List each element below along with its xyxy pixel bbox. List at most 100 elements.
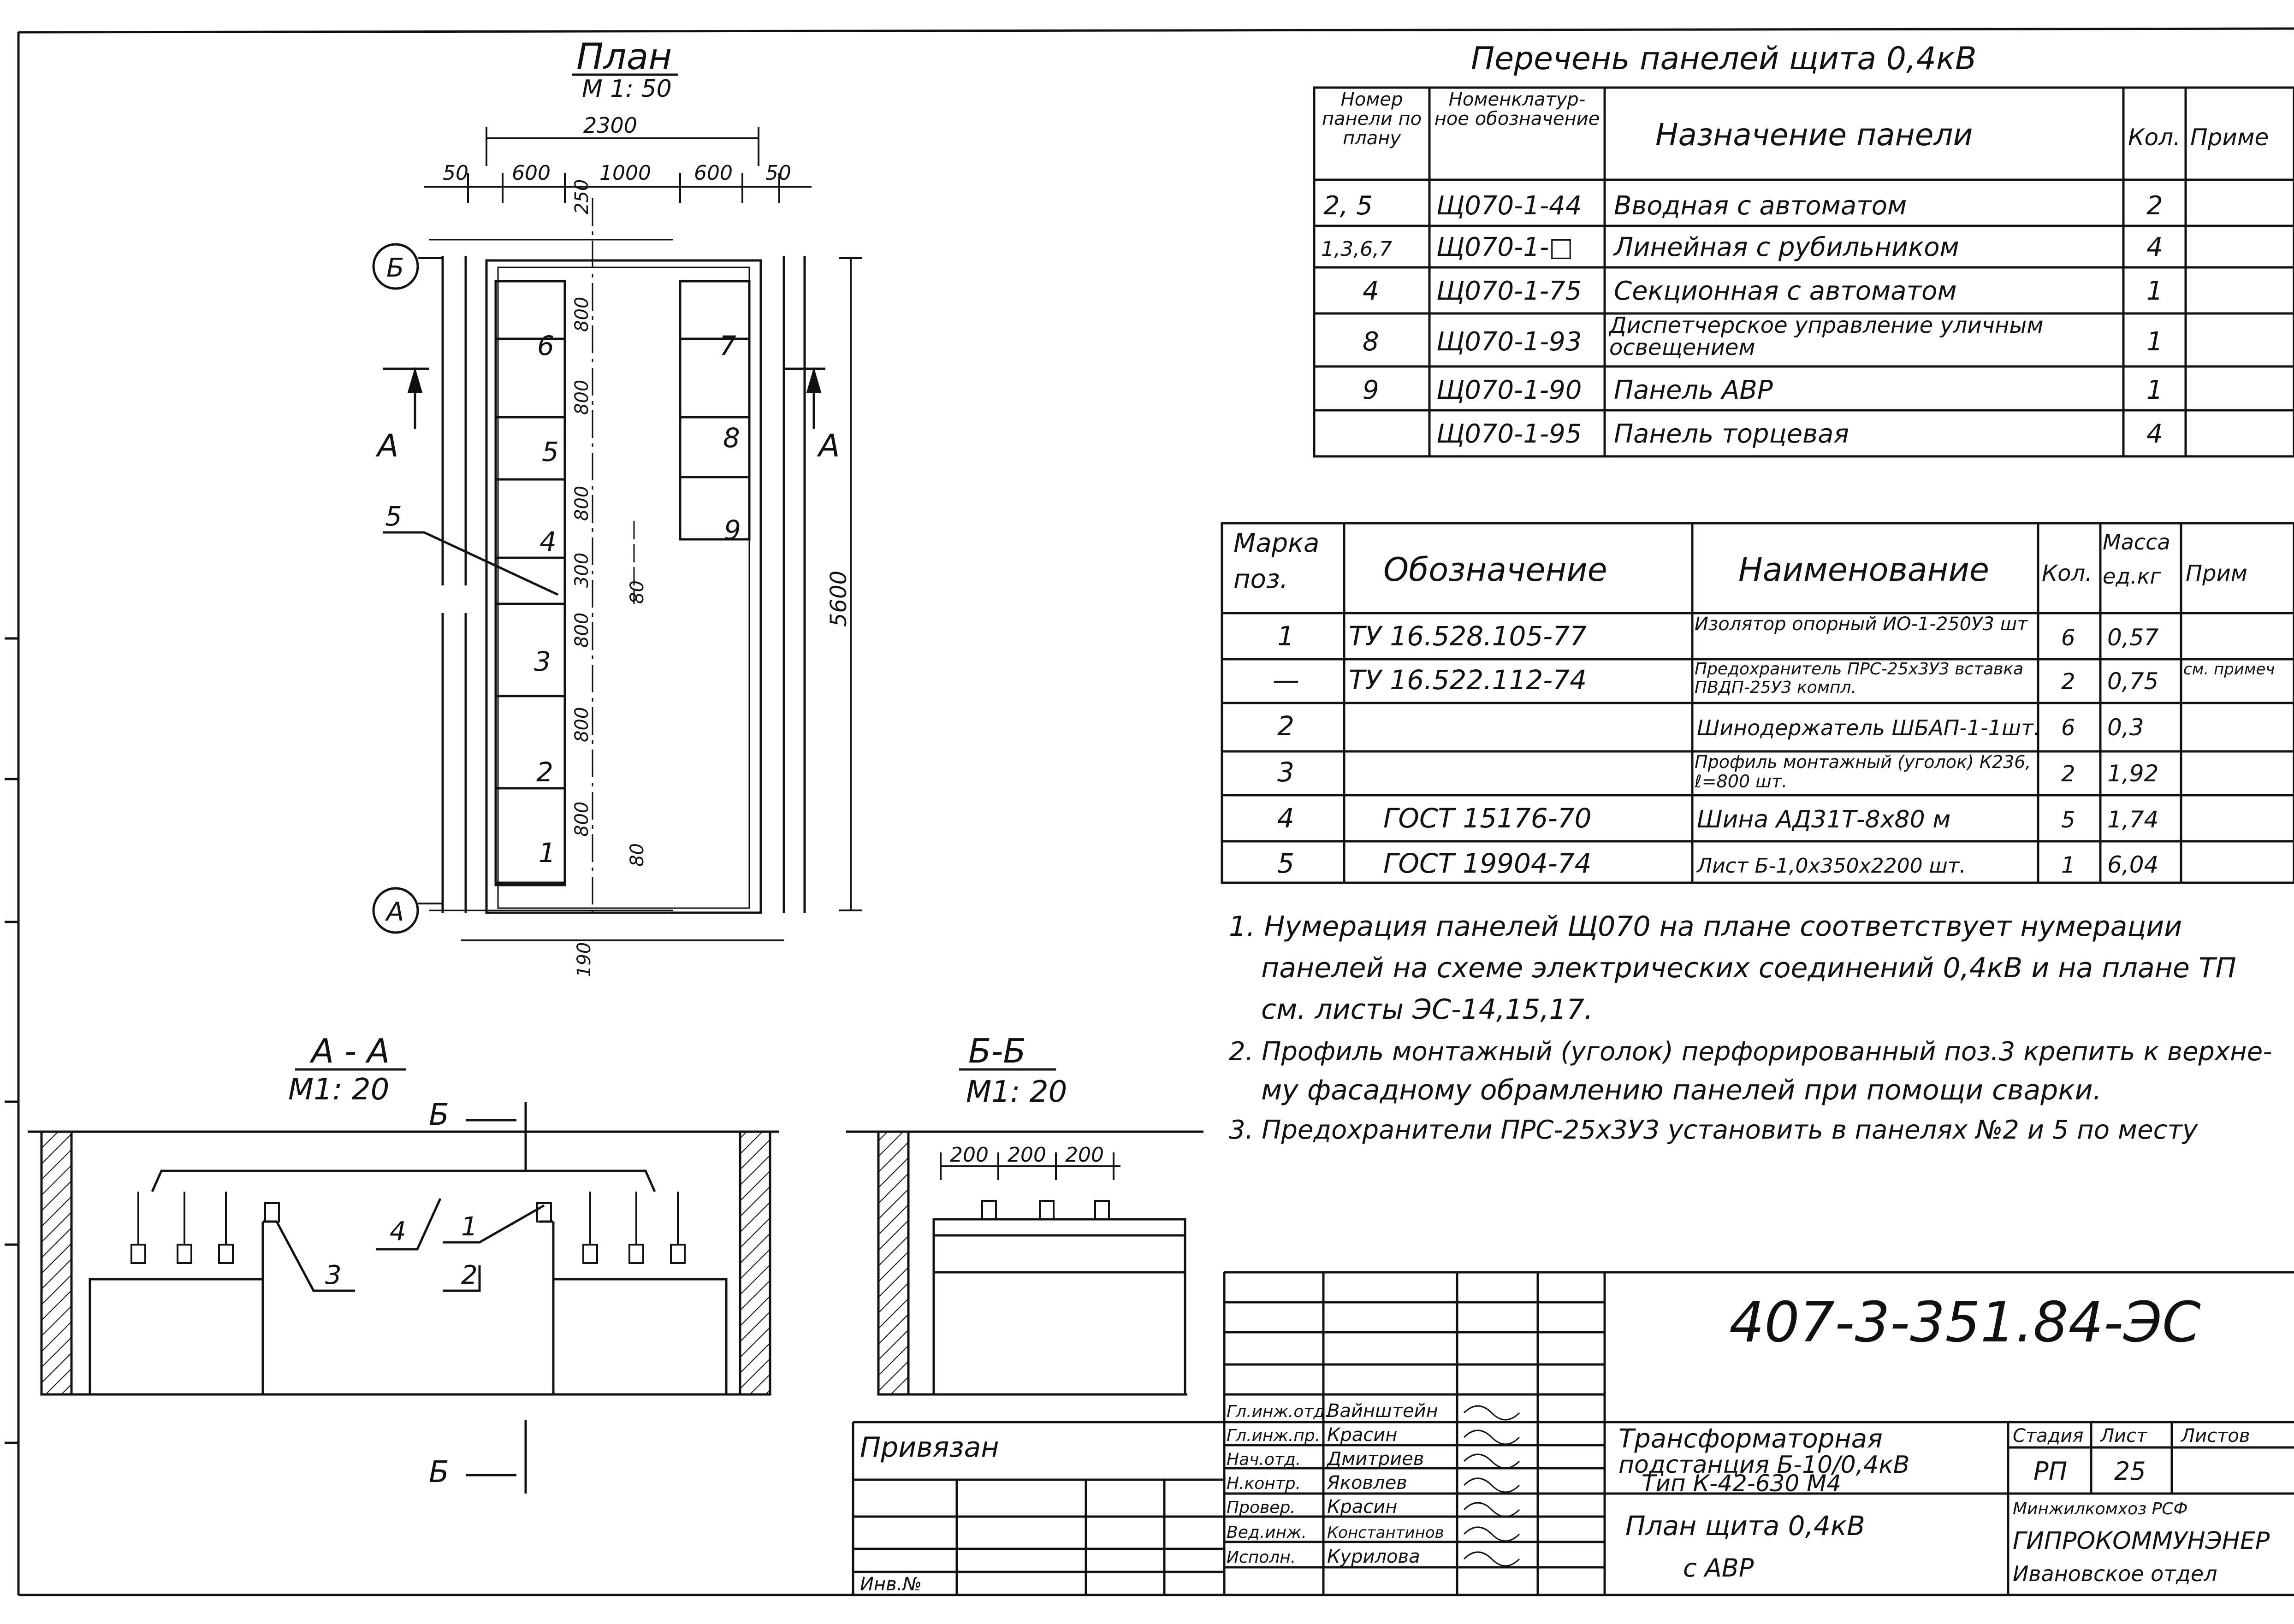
panels-row1-purpose: Вводная с автоматом — [1614, 191, 1907, 221]
section-bb: Б-Б М1: 20 200 200 200 — [846, 1032, 1203, 1396]
name-4: Яковлев — [1327, 1472, 1407, 1494]
spec-row5-designation: ГОСТ 15176-70 — [1383, 803, 1592, 834]
spec-row3-qty: 6 — [2061, 715, 2075, 741]
plan-dim-250: 250 — [571, 179, 593, 214]
spec-row1-mass: 0,57 — [2107, 624, 2159, 651]
cut-marker-left: А — [375, 428, 399, 464]
section-bb-dim-3: 200 — [1065, 1143, 1104, 1167]
plan-dim-v-5: 800 — [571, 613, 593, 648]
object-line-2: подстанция Б-10/0,4кВ — [1618, 1451, 1909, 1479]
plan-dim-1000: 1000 — [599, 161, 651, 185]
document-code: 407-3-351.84-ЭС — [1729, 1291, 2201, 1355]
panels-row2-number: 1,3,6,7 — [1321, 237, 1392, 261]
role-3: Нач.отд. — [1227, 1450, 1301, 1469]
section-aa-leader-4: 4 — [390, 1217, 406, 1246]
spec-row3-name: Шинодержатель ШБАП-1-1шт. — [1697, 715, 2040, 740]
role-2: Гл.инж.пр. — [1227, 1426, 1320, 1445]
spec-row5-mass: 1,74 — [2107, 806, 2158, 833]
spec-row4-mass: 1,92 — [2107, 760, 2158, 787]
panels-table-title: Перечень панелей щита 0,4кВ — [1471, 41, 1977, 77]
panels-header-designation: Номенклатур-ное обозначение — [1434, 90, 1600, 130]
plan-dim-v-6: 800 — [571, 707, 593, 742]
plan-leader-5: 5 — [385, 501, 402, 532]
spec-row6-mark: 5 — [1277, 848, 1294, 879]
panels-row2-code: Щ070-1-□ — [1436, 232, 1573, 262]
spec-row6-designation: ГОСТ 19904-74 — [1383, 848, 1592, 879]
spec-table: Марка поз. Обозначение Наименование Кол.… — [1221, 522, 2294, 884]
role-5: Провер. — [1227, 1498, 1296, 1517]
panels-row3-purpose: Секционная с автоматом — [1614, 276, 1957, 306]
plan-dim-v-7: 800 — [571, 802, 593, 837]
panels-row4-qty: 1 — [2146, 327, 2163, 357]
spec-header-mass: Масса ед.кг — [2103, 530, 2170, 589]
panels-row3-qty: 1 — [2146, 276, 2163, 306]
object-line-1: Трансформаторная — [1618, 1424, 1883, 1454]
panels-row5-qty: 1 — [2146, 375, 2163, 405]
panels-header-note: Приме — [2190, 124, 2269, 151]
title-block: Привязан Инв.№ Гл.инж.отд. Гл.инж.пр. На… — [852, 1271, 2294, 1595]
spec-row6-qty: 1 — [2061, 852, 2075, 878]
plan-dim-600-left: 600 — [512, 161, 551, 185]
panels-row6-code: Щ070-1-95 — [1436, 419, 1582, 449]
plan-dim-5600: 5600 — [826, 571, 852, 627]
role-1: Гл.инж.отд. — [1227, 1402, 1330, 1421]
spec-row1-qty: 6 — [2061, 625, 2075, 651]
spec-row3-mark: 2 — [1277, 710, 1294, 742]
plan-dim-v-3: 800 — [571, 486, 593, 521]
panels-row5-code: Щ070-1-90 — [1436, 375, 1582, 405]
axis-b-label: Б — [386, 253, 404, 283]
axis-a-label: А — [385, 897, 404, 927]
cut-marker-right: А — [817, 428, 840, 464]
object-line-3: Тип К-42-630 М4 — [1642, 1470, 1841, 1497]
spec-row3-mass: 0,3 — [2107, 714, 2144, 741]
panels-header-number: Номер панели по плану — [1322, 90, 1422, 149]
plan-dim-2300: 2300 — [583, 113, 637, 138]
section-aa-cut-top: Б — [429, 1098, 449, 1132]
name-3: Дмитриев — [1326, 1448, 1424, 1470]
section-bb-scale: М1: 20 — [966, 1075, 1067, 1109]
role-6: Вед.инж. — [1227, 1523, 1307, 1542]
notes: 1. Нумерация панелей Щ070 на плане соотв… — [1229, 910, 2272, 1145]
spec-row2-designation: ТУ 16.522.112-74 — [1349, 664, 1587, 696]
note-line-3: см. листы ЭС-14,15,17. — [1261, 993, 1593, 1026]
plan-dim-v-4: 300 — [571, 553, 593, 588]
spec-row4-qty: 2 — [2061, 761, 2075, 787]
org-line-1: Минжилкомхоз РСФ — [2013, 1500, 2188, 1518]
plan-dim-600-right: 600 — [694, 161, 733, 185]
panels-row5-purpose: Панель АВР — [1614, 375, 1773, 405]
org-line-3: Ивановское отдел — [2013, 1561, 2217, 1586]
plan-dim-80b: 80 — [627, 843, 648, 867]
name-5: Красин — [1327, 1496, 1397, 1518]
panels-row1-qty: 2 — [2146, 191, 2163, 221]
role-4: Н.контр. — [1227, 1474, 1301, 1493]
spec-row2-note: см. примеч — [2183, 660, 2275, 679]
spec-row2-name: Предохранитель ПРС-25х3У3 вставка ПВДП-2… — [1695, 660, 2024, 697]
note-line-4: 2. Профиль монтажный (уголок) перфориров… — [1229, 1037, 2272, 1067]
org-line-2: ГИПРОКОММУНЭНЕР — [2013, 1527, 2270, 1555]
note-line-1: 1. Нумерация панелей Щ070 на плане соотв… — [1229, 910, 2182, 943]
spec-row1-mark: 1 — [1277, 620, 1294, 652]
spec-row1-name: Изолятор опорный ИО-1-250У3 шт — [1695, 614, 2028, 635]
section-bb-dim-1: 200 — [950, 1143, 989, 1167]
sheets-label: Листов — [2180, 1425, 2250, 1447]
spec-header-name: Наименование — [1738, 551, 1989, 589]
plan-scale: М 1: 50 — [582, 75, 672, 103]
spec-row1-designation: ТУ 16.528.105-77 — [1349, 620, 1587, 652]
plan-title: План — [576, 36, 672, 78]
sheet-title-1: План щита 0,4кВ — [1625, 1510, 1865, 1541]
sheet-label: Лист — [2099, 1425, 2148, 1447]
sheet-value: 25 — [2114, 1457, 2146, 1486]
spec-row4-name: Профиль монтажный (уголок) К236, ℓ=800 ш… — [1695, 753, 2031, 791]
panels-row2-purpose: Линейная с рубильником — [1613, 232, 1959, 262]
spec-row5-name: Шина АД31Т-8х80 м — [1697, 806, 1950, 833]
section-aa-scale: М1: 20 — [288, 1073, 389, 1107]
plan-dim-50-right: 50 — [765, 161, 791, 185]
section-aa-leader-1: 1 — [461, 1212, 478, 1242]
panels-row1-number: 2, 5 — [1323, 191, 1373, 221]
panels-row3-code: Щ070-1-75 — [1436, 276, 1582, 306]
plan-dim-v-2: 800 — [571, 380, 593, 415]
note-line-6: 3. Предохранители ПРС-25х3У3 установить … — [1229, 1115, 2198, 1145]
spec-header-designation: Обозначение — [1383, 551, 1607, 589]
plan-dim-v-1: 800 — [571, 297, 593, 332]
